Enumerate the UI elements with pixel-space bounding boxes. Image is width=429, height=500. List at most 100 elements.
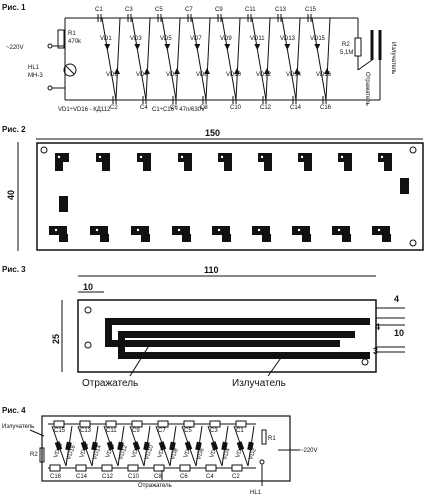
fig4-reflector-label: Отражатель (138, 483, 172, 489)
diode-top-label: VD9 (220, 36, 232, 42)
diode-lead (205, 17, 211, 101)
r2-resistor (354, 37, 362, 57)
diode-lead (251, 17, 267, 101)
diode-symbol (174, 68, 180, 74)
diode-symbol (294, 68, 300, 74)
fig1-title: Рис. 1 (2, 3, 26, 12)
pad-bottom (131, 226, 149, 235)
diode-bottom-label: VD10 (226, 72, 242, 78)
board-diode-bottom-label: VD16 (66, 444, 77, 461)
hl1-lamp (63, 63, 77, 77)
pad-top (258, 153, 272, 162)
board-cap-bottom (153, 464, 165, 472)
pad-hole (257, 228, 261, 232)
diode-top-label: VD11 (250, 36, 265, 42)
pad-hole (260, 155, 264, 159)
diode-symbol (234, 68, 240, 74)
board-cap-top (131, 420, 143, 428)
pad-hole (337, 228, 341, 232)
diode-top-label: VD7 (190, 36, 202, 42)
board-cap-top-label: C1 (236, 428, 244, 434)
fig2-width: 150 (205, 128, 220, 138)
pad-top (298, 153, 312, 162)
pad-bottom (332, 226, 350, 235)
pad-side (400, 178, 409, 194)
cap-bottom-label: C10 (230, 105, 242, 111)
pad-bottom (302, 234, 311, 242)
diode-top-label: VD5 (160, 36, 172, 42)
cap-top-label: C15 (305, 7, 317, 13)
diode-lead (265, 17, 271, 101)
board-cap-top (157, 420, 169, 428)
board-diode-top-label: VD5 (183, 445, 193, 459)
fig3-height: 25 (51, 334, 61, 344)
board-cap-top (183, 420, 195, 428)
pad-top (378, 153, 392, 162)
board-diode-top-label: VD1 (235, 445, 245, 459)
diode-lead (221, 17, 237, 101)
board-diode (143, 441, 150, 451)
pad-bottom (90, 226, 108, 235)
fig2-height: 40 (6, 190, 16, 200)
board-cap-top-label: C11 (106, 428, 117, 434)
pad-bottom (212, 226, 230, 235)
diode-lead (325, 17, 331, 101)
note-diodes: VD1÷VD16 - КД112 (58, 107, 111, 113)
r1-value: 470k (68, 39, 82, 45)
board-cap-bottom-label: C4 (206, 474, 214, 480)
diode-bottom-label: VD2 (106, 72, 118, 78)
pad-top (384, 162, 392, 171)
board-cap-bottom (49, 464, 61, 472)
pad-top (137, 153, 151, 162)
pad-bottom (172, 226, 190, 235)
pad-top (344, 162, 352, 171)
board-cap-bottom-label: C10 (128, 474, 140, 480)
fig3-reflector-label: Отражатель (82, 378, 138, 389)
board-diode (132, 441, 141, 451)
board-diode (91, 441, 98, 451)
cap-top-label: C3 (125, 7, 133, 13)
board-diode (236, 441, 245, 451)
board-cap-top (53, 420, 65, 428)
board-cap-top (105, 420, 117, 428)
pad-hole (177, 228, 181, 232)
board-diode (210, 441, 219, 451)
fig3-dim-4b: 4 (375, 322, 380, 332)
diode-lead (101, 17, 117, 101)
pad-hole (217, 228, 221, 232)
pad-hole (300, 155, 304, 159)
diode-bottom-label: VD8 (196, 72, 208, 78)
board-diode-top-label: VD3 (209, 445, 219, 459)
board-diode (184, 441, 193, 451)
board-cap-bottom-label: C2 (232, 474, 240, 480)
board-diode-bottom-label: VD6 (196, 447, 206, 461)
board-diode-bottom-label: VD4 (222, 447, 232, 461)
fig3-width: 110 (204, 265, 219, 275)
fig3-dim-3: 3 (373, 346, 378, 356)
diode-symbol (264, 68, 270, 74)
pad-side (59, 196, 68, 212)
board-cap-top-label: C15 (54, 428, 66, 434)
diode-symbol (204, 68, 210, 74)
cap-top-label: C11 (245, 7, 256, 13)
pad-hole (57, 155, 61, 159)
diode-bottom-label: VD4 (136, 72, 148, 78)
pad-bottom (100, 234, 109, 242)
board-cap-top (79, 420, 91, 428)
board-diode (54, 441, 63, 451)
board-cap-bottom (231, 464, 243, 472)
r1-resistor (57, 29, 65, 49)
cap-bottom-label: C12 (260, 105, 272, 111)
pad-bottom (49, 226, 67, 235)
diode-symbol (224, 44, 231, 50)
board-cap-top-label: C9 (132, 428, 140, 434)
pad-top (102, 162, 110, 171)
pad-hole (139, 155, 143, 159)
pad-top (304, 162, 312, 171)
pad-hole (95, 228, 99, 232)
cap-bottom-label: C14 (290, 105, 302, 111)
cap-bottom-label: C8 (200, 105, 208, 111)
pad-hole (340, 155, 344, 159)
board-cap-bottom (75, 464, 87, 472)
diode-lead (175, 17, 181, 101)
